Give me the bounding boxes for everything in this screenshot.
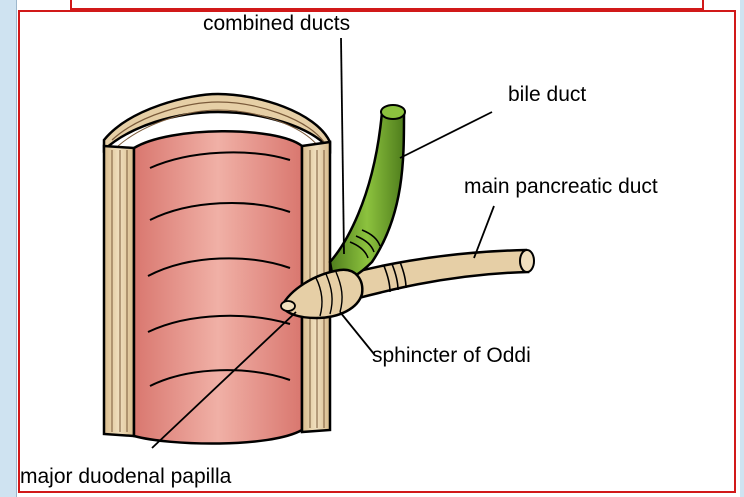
label-combined-ducts: combined ducts	[203, 12, 350, 35]
sphincter-leader	[340, 312, 374, 354]
label-sphincter-of-oddi: sphincter of Oddi	[372, 344, 531, 367]
duodenum-lumen	[134, 131, 302, 443]
bile-duct-leader	[400, 112, 492, 158]
bile-duct	[330, 105, 405, 284]
label-bile-duct: bile duct	[508, 83, 586, 106]
label-major-duodenal-papilla: major duodenal papilla	[20, 465, 232, 488]
duodenum-left-wall	[104, 146, 134, 436]
label-main-pancreatic-duct: main pancreatic duct	[464, 175, 658, 198]
combined-ducts-leader	[341, 38, 344, 254]
pancreatic-duct-leader	[474, 206, 494, 258]
duodenum	[104, 94, 330, 444]
